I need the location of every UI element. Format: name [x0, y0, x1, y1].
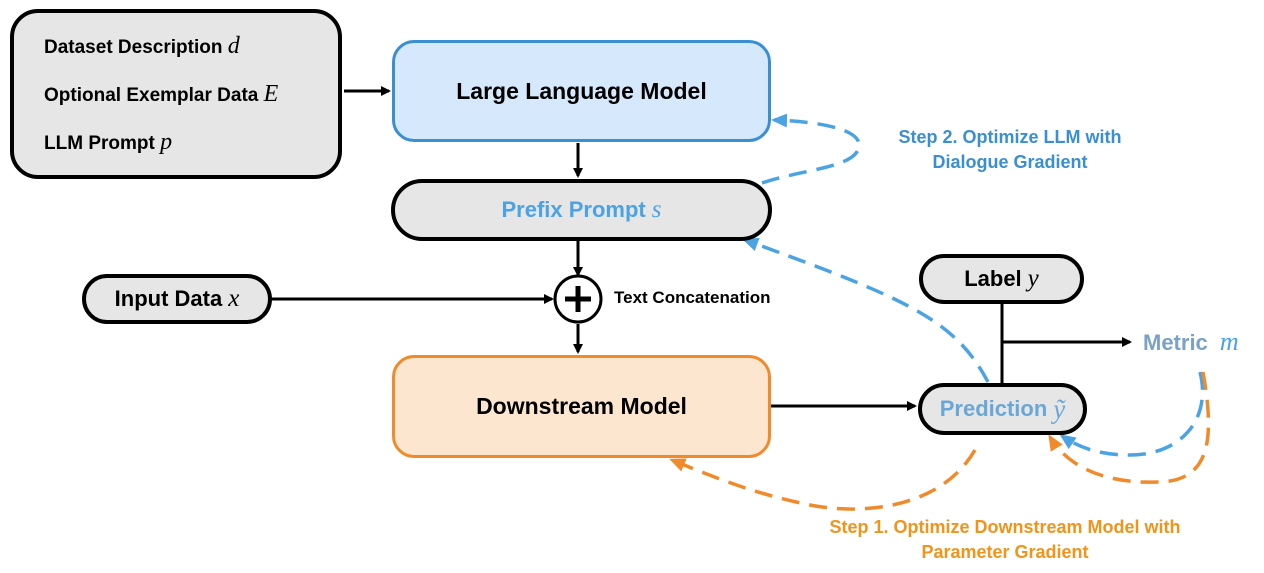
prediction-symbol: ỹ	[1053, 393, 1066, 424]
prefix-symbol: s	[651, 196, 662, 223]
prediction-box: Prediction ỹ	[918, 383, 1087, 435]
step2-line1: Step 2. Optimize LLM with	[898, 127, 1122, 147]
step1-line2: Parameter Gradient	[921, 542, 1089, 562]
llm-prompt-label: LLM Prompt	[44, 133, 155, 154]
dataset-description-row: Dataset Description d	[44, 31, 338, 79]
downstream-model-label: Downstream Model	[476, 393, 687, 419]
metric-symbol: m	[1219, 327, 1239, 356]
dashed-orange-prediction-to-downstream	[669, 449, 977, 511]
inputs-box: Dataset Description d Optional Exemplar …	[10, 9, 342, 179]
dataset-description-label: Dataset Description	[44, 37, 223, 58]
step1-line1: Step 1. Optimize Downstream Model with	[829, 517, 1181, 537]
metric-node: Metric m	[1143, 327, 1239, 357]
exemplar-data-row: Optional Exemplar Data E	[44, 79, 338, 127]
metric-label: Metric	[1143, 330, 1208, 355]
dashed-orange-metric-to-prediction	[1048, 371, 1211, 484]
input-symbol: x	[228, 285, 240, 312]
dashed-blue-prefix-to-llm	[761, 113, 861, 185]
label-text: Label	[964, 266, 1022, 291]
step1-annotation: Step 1. Optimize Downstream Model with P…	[770, 515, 1240, 565]
llm-prompt-row: LLM Prompt p	[44, 127, 338, 175]
downstream-model-box: Downstream Model	[392, 355, 771, 458]
prefix-prompt-box: Prefix Prompt s	[391, 179, 772, 241]
exemplar-symbol: E	[263, 81, 279, 107]
text-concatenation-label: Text Concatenation	[614, 288, 771, 307]
label-symbol: y	[1027, 265, 1039, 292]
exemplar-data-label: Optional Exemplar Data	[44, 85, 259, 106]
llm-box: Large Language Model	[392, 40, 771, 142]
prefix-prompt-label: Prefix Prompt	[501, 197, 646, 222]
prediction-label: Prediction	[939, 396, 1048, 421]
dashed-blue-prediction-to-prefix	[742, 237, 990, 383]
dashed-blue-metric-to-prediction	[1059, 371, 1205, 457]
llm-label: Large Language Model	[456, 77, 707, 104]
dataset-symbol: d	[227, 33, 240, 59]
input-data-box: Input Data x	[82, 274, 272, 324]
label-box: Label y	[919, 254, 1084, 304]
step2-annotation: Step 2. Optimize LLM with Dialogue Gradi…	[850, 125, 1170, 175]
input-data-label: Input Data	[114, 286, 223, 311]
prompt-symbol: p	[160, 129, 173, 155]
step2-line2: Dialogue Gradient	[932, 152, 1088, 172]
